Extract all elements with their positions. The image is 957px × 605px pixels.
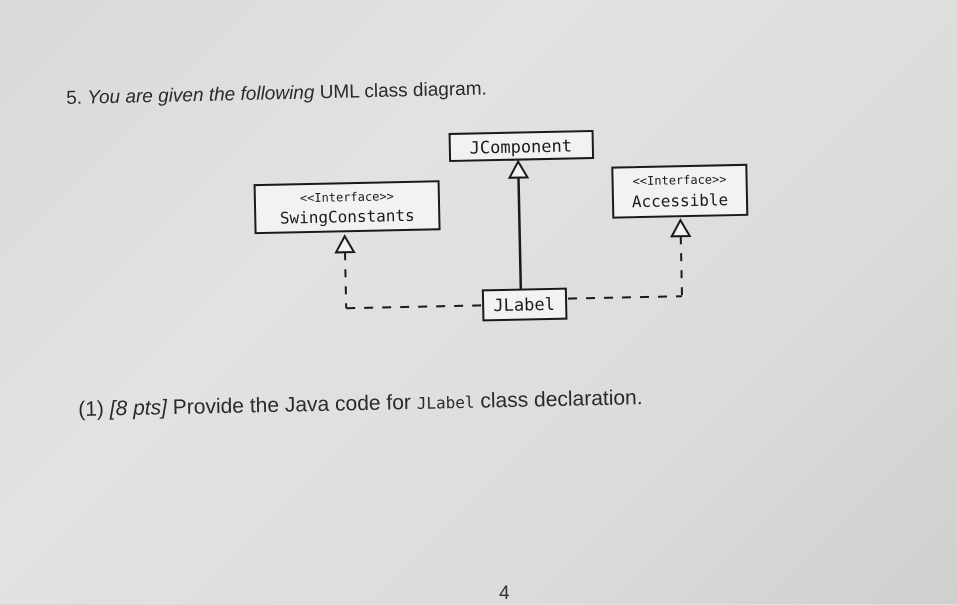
swing-constants-stereotype: <<Interface>> — [300, 189, 394, 205]
part-text-after: class declaration. — [480, 386, 643, 413]
realization-horizontal-swing-constants — [346, 304, 482, 310]
realization-arrow-accessible — [568, 218, 692, 300]
jlabel-class-box: JLabel — [481, 287, 568, 322]
realization-arrowhead-swing-constants — [334, 234, 356, 254]
swing-constants-interface-box: <<Interface>> SwingConstants — [253, 180, 441, 235]
realization-horizontal-accessible — [568, 295, 683, 300]
page-number: 4 — [499, 583, 510, 604]
inheritance-line — [517, 177, 523, 290]
part-points: [8 pts] — [109, 396, 168, 421]
part-code: JLabel — [416, 392, 475, 413]
part-text-before: Provide the Java code for — [172, 391, 412, 420]
jcomponent-class-box: JComponent — [448, 130, 595, 163]
jlabel-name: JLabel — [493, 295, 555, 316]
part-label: (1) — [78, 397, 105, 421]
accessible-name: Accessible — [632, 190, 729, 211]
jcomponent-name: JComponent — [469, 136, 572, 158]
inheritance-arrowhead — [507, 159, 530, 179]
realization-arrow-swing-constants — [334, 234, 482, 310]
inheritance-arrow — [507, 159, 530, 290]
realization-arrowhead-accessible — [670, 218, 692, 238]
accessible-interface-box: <<Interface>> Accessible — [611, 163, 749, 219]
realization-vertical-swing-constants — [344, 252, 348, 309]
realization-vertical-accessible — [679, 236, 684, 297]
swing-constants-name: SwingConstants — [280, 206, 415, 228]
accessible-stereotype: <<Interface>> — [632, 172, 726, 188]
